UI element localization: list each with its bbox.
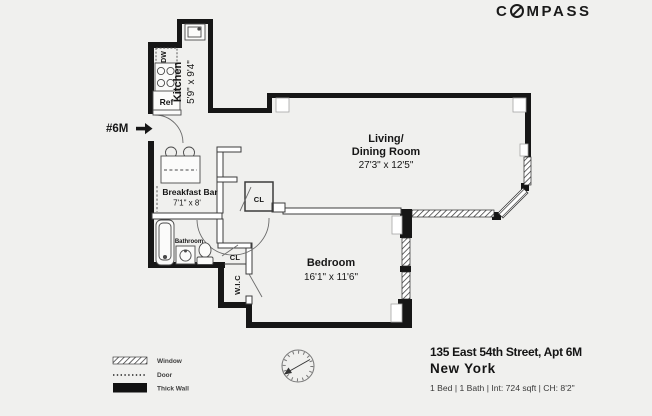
wall-segment xyxy=(246,322,412,328)
wall-segment xyxy=(148,141,154,268)
wall-segment xyxy=(148,262,225,268)
wall-segment xyxy=(400,266,411,272)
legend-thickwall-label: Thick Wall xyxy=(157,386,189,393)
window-wall-diagonal xyxy=(497,187,529,219)
window-wall xyxy=(401,237,411,267)
living-room-label-2: Dining Room xyxy=(352,146,421,158)
wic-door-leaf xyxy=(248,273,263,298)
kitchen-sink-basin xyxy=(187,26,202,38)
wall-segment xyxy=(148,42,154,114)
living-room-label-1: Living/ xyxy=(368,133,403,145)
legend-thickwall-swatch xyxy=(113,383,147,393)
bedroom-dims: 16'1" x 11'6" xyxy=(304,272,359,283)
wall-segment xyxy=(271,202,286,213)
wall-segment xyxy=(218,262,224,308)
listing-address: 135 East 54th Street, Apt 6M xyxy=(430,345,582,359)
wall-segment xyxy=(208,108,272,113)
wall-segment xyxy=(246,302,252,328)
wall-segment xyxy=(282,207,402,215)
wall-segment xyxy=(400,209,412,238)
wall-segment xyxy=(208,44,213,113)
wall-segment xyxy=(218,302,252,308)
breakfast-bar-dims: 7'1" x 8' xyxy=(173,199,201,208)
unit-label: #6M xyxy=(106,123,128,135)
stove-burner xyxy=(156,78,166,88)
bedroom-closet-label: CL xyxy=(230,253,241,262)
hall-door-arc xyxy=(196,217,270,256)
stove-burner xyxy=(166,66,175,76)
closet-door-leaf xyxy=(239,186,252,212)
wall-segment xyxy=(245,295,253,305)
fixtures xyxy=(152,23,214,266)
legend-door-label: Door xyxy=(157,372,173,379)
kitchen-label: Kitchen xyxy=(172,62,184,103)
bar-counter-fixture xyxy=(160,155,201,184)
wall-segment xyxy=(217,242,252,249)
compass-needle-arrow xyxy=(284,367,292,375)
listing-details: 1 Bed | 1 Bath | Int: 724 sqft | CH: 8'2… xyxy=(430,383,575,393)
window-wall xyxy=(523,156,532,186)
living-room-dims: 27'3" x 12'5" xyxy=(359,160,414,171)
interior-walls xyxy=(151,146,402,305)
listing-city: New York xyxy=(430,361,496,376)
wall-segment xyxy=(521,183,529,191)
compass-rose-icon xyxy=(281,349,315,383)
entry-door-arc xyxy=(154,114,184,144)
wall-segment xyxy=(216,146,242,153)
stove-burner xyxy=(166,78,175,88)
bathroom-sink-fixture xyxy=(175,245,196,265)
hall-closet-label: CL xyxy=(254,195,265,204)
compass-logo-o-icon xyxy=(509,4,524,18)
unit-arrow-icon xyxy=(136,123,153,135)
sill-box xyxy=(391,215,403,235)
kitchen-dims: 5'9" x 9'4" xyxy=(186,60,197,104)
wall-segment xyxy=(216,176,238,183)
legend-window-label: Window xyxy=(157,358,183,365)
window-walls xyxy=(401,156,532,300)
window-wall xyxy=(401,271,411,300)
wall-segment xyxy=(267,93,272,113)
listing-info: 135 East 54th Street, Apt 6M New York 1 … xyxy=(430,345,648,393)
bathroom-label: Bathroom xyxy=(175,239,203,245)
closet-door-leaf xyxy=(221,244,239,257)
room-labels: #6M Kitchen 5'9" x 9'4" DW Ref Living/ D… xyxy=(106,51,420,295)
bathtub-drain xyxy=(162,254,168,260)
entry-door-leaf xyxy=(152,109,182,116)
bathroom-faucet xyxy=(184,249,187,253)
walk-in-closet-label: W.I.C xyxy=(233,275,242,295)
thick-walls xyxy=(148,19,531,328)
breakfast-bar-label: Breakfast Bar xyxy=(162,187,218,197)
window-wall xyxy=(411,209,495,218)
compass-needle xyxy=(286,359,311,373)
sill-box xyxy=(390,303,403,323)
wall-segment xyxy=(267,93,531,98)
refrigerator-label: Ref xyxy=(160,97,174,107)
wall-segment xyxy=(208,19,213,48)
window-sills xyxy=(275,97,529,323)
wall-segment xyxy=(492,212,501,220)
wall-segment xyxy=(148,42,182,48)
legend-window-swatch xyxy=(112,356,148,365)
wall-segment xyxy=(216,218,224,244)
sill-box xyxy=(519,143,529,157)
compass-logo: C MPASS xyxy=(496,2,592,20)
closet-wall-box xyxy=(244,181,274,212)
compass-logo-text-left: C xyxy=(496,2,510,20)
sill-box xyxy=(275,97,290,113)
bedroom-label: Bedroom xyxy=(307,257,356,269)
wall-segment xyxy=(177,19,182,45)
dishwasher-label: DW xyxy=(161,51,168,63)
sill-box xyxy=(512,97,527,113)
bathtub-basin xyxy=(158,222,172,261)
compass-logo-text-right: MPASS xyxy=(526,2,592,20)
toilet-tank xyxy=(196,256,214,265)
bathtub-fixture xyxy=(155,219,175,266)
kitchen-faucet xyxy=(197,27,201,31)
wall-segment xyxy=(177,19,213,24)
wall-segment xyxy=(525,93,531,159)
wall-segment xyxy=(151,212,223,220)
stove-burner xyxy=(156,66,166,76)
legend: Window Door Thick Wall xyxy=(112,356,189,393)
